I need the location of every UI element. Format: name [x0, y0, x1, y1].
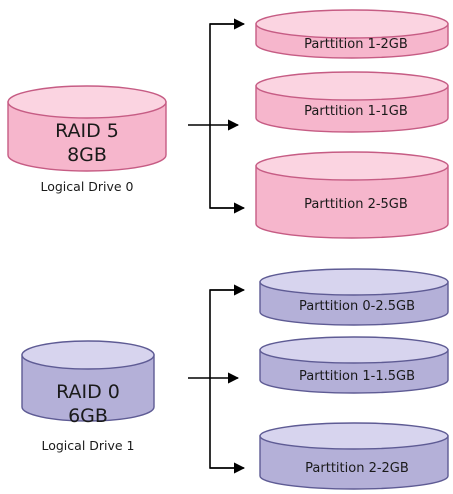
logical-drive-1-group: RAID 0 6GB Logical Drive 1 Parttition 0-… — [21, 268, 449, 490]
partition-1-0-label: Parttition 0-2.5GB — [299, 299, 415, 314]
drive-0-capacity: 8GB — [67, 144, 107, 166]
partition-0-2-label: Parttition 2-5GB — [304, 197, 408, 212]
partition-1-1: Parttition 1-1.5GB — [259, 336, 449, 394]
partition-1-1-label: Parttition 1-1.5GB — [299, 369, 415, 384]
logical-drive-0-cylinder: RAID 5 8GB — [7, 85, 167, 172]
drive-0-connectors — [188, 18, 246, 214]
partition-0-1-label: Parttition 1-1GB — [304, 104, 408, 119]
partition-0-1: Parttition 1-1GB — [255, 71, 449, 133]
drive-1-capacity: 6GB — [68, 405, 108, 427]
bracket-line — [209, 289, 238, 469]
logical-drive-1-cylinder: RAID 0 6GB — [21, 340, 155, 427]
drive-1-connectors — [188, 284, 246, 474]
partition-1-2-label: Parttition 2-2GB — [305, 461, 409, 476]
partition-1-0: Parttition 0-2.5GB — [259, 268, 449, 326]
bracket-line — [209, 23, 238, 209]
drive-0-caption: Logical Drive 0 — [40, 179, 133, 194]
partition-0-2: Parttition 2-5GB — [255, 151, 449, 239]
drive-1-caption: Logical Drive 1 — [41, 438, 134, 453]
partition-1-2: Parttition 2-2GB — [259, 422, 449, 490]
partition-0-0-label: Parttition 1-2GB — [304, 37, 408, 52]
drive-1-raid-level: RAID 0 — [56, 381, 120, 403]
partition-0-0: Parttition 1-2GB — [255, 9, 449, 59]
drive-0-raid-level: RAID 5 — [55, 120, 119, 142]
logical-drive-0-group: RAID 5 8GB Logical Drive 0 Parttition 1-… — [7, 9, 449, 239]
